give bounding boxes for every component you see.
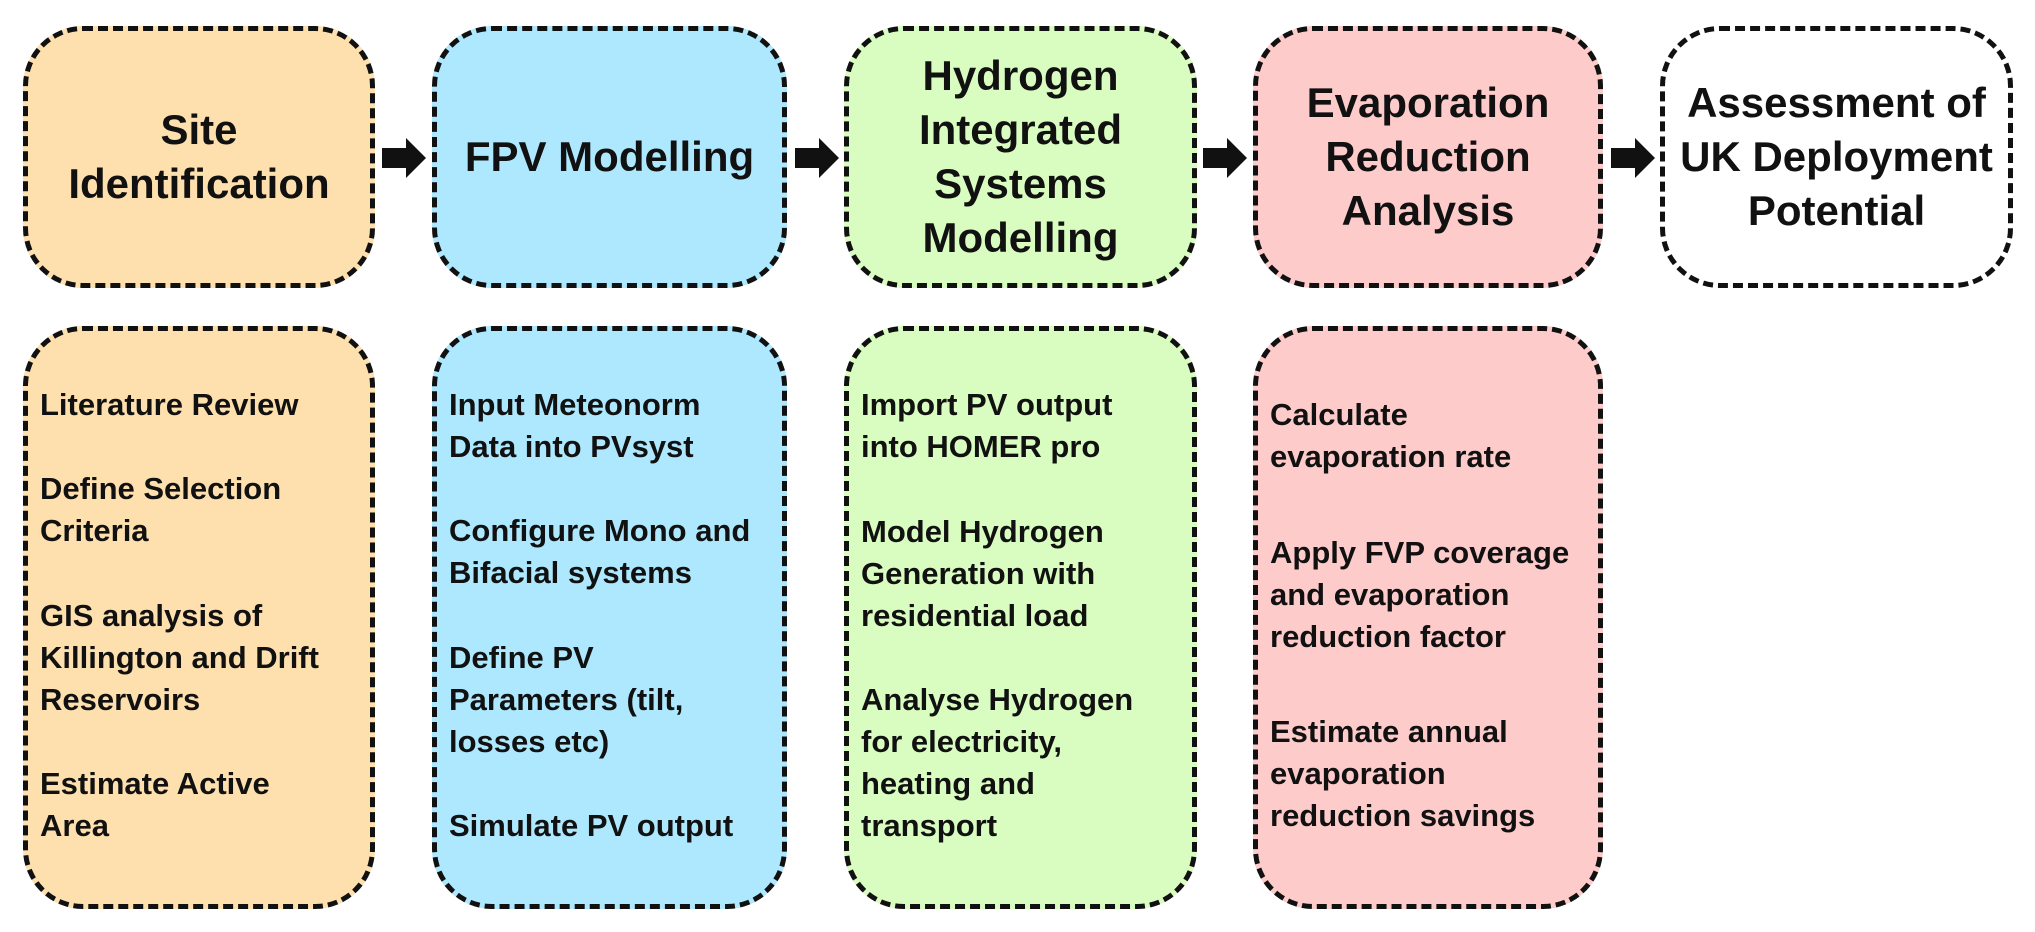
arrow-right-icon [1611, 138, 1655, 178]
stage-title: Hydrogen Integrated Systems Modelling [918, 52, 1123, 261]
step-item: Input Meteonorm Data into PVsyst [449, 386, 701, 464]
step-item: Estimate annual evaporation reduction sa… [1270, 713, 1536, 833]
step-item: GIS analysis of Killington and Drift Res… [40, 597, 319, 717]
step-item: Calculate evaporation rate [1270, 397, 1512, 475]
stage-title: Site Identification [68, 106, 330, 207]
stage-fpv-modelling: FPV Modelling [432, 26, 787, 288]
stage-title: Assessment of UK Deployment Potential [1680, 79, 1993, 234]
stage-hydrogen-modelling: Hydrogen Integrated Systems Modelling [844, 26, 1197, 288]
step-item: Simulate PV output [449, 808, 734, 844]
step-item: Import PV output into HOMER pro [861, 386, 1113, 464]
arrow-right-icon [1203, 138, 1247, 178]
step-item: Apply FVP coverage and evaporation reduc… [1270, 534, 1570, 654]
step-item: Literature Review [40, 386, 299, 422]
stage-uk-deployment: Assessment of UK Deployment Potential [1660, 26, 2013, 288]
arrow-right-icon [795, 138, 839, 178]
stage-evaporation-analysis: Evaporation Reduction Analysis [1253, 26, 1603, 288]
stage-site-identification: Site Identification [23, 26, 375, 288]
step-item: Configure Mono and Bifacial systems [449, 513, 751, 591]
detail-box-fpv-modelling: Input Meteonorm Data into PVsyst Configu… [432, 326, 787, 909]
step-item: Define Selection Criteria [40, 471, 282, 549]
arrow-right-icon [382, 138, 426, 178]
step-item: Define PV Parameters (tilt, losses etc) [449, 639, 684, 759]
stage-title: FPV Modelling [464, 133, 755, 180]
step-item: Analyse Hydrogen for electricity, heatin… [861, 682, 1134, 844]
step-item: Estimate Active Area [40, 766, 270, 844]
stage-title: Evaporation Reduction Analysis [1306, 79, 1550, 234]
detail-box-evaporation-analysis: Calculate evaporation rate Apply FVP cov… [1253, 326, 1603, 909]
detail-box-site-identification: Literature Review Define Selection Crite… [23, 326, 375, 909]
step-item: Model Hydrogen Generation with residenti… [861, 513, 1104, 633]
detail-box-hydrogen-modelling: Import PV output into HOMER pro Model Hy… [844, 326, 1197, 909]
